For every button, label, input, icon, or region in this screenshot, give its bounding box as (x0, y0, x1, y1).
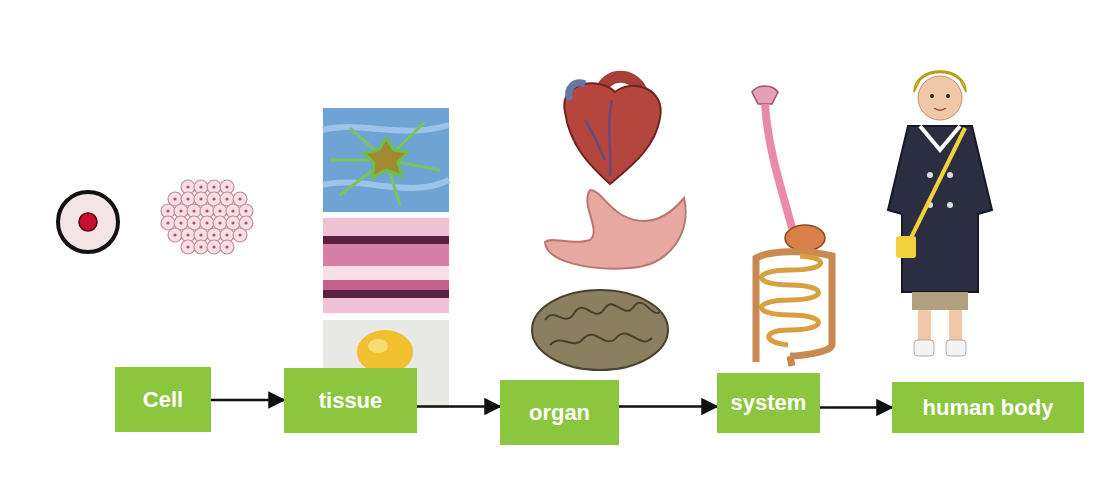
human-body-picture (934, 108, 946, 110)
heart-picture (564, 77, 660, 184)
heart-picture (569, 83, 585, 100)
muscle-tissue-picture (323, 266, 449, 280)
human-body-picture (947, 202, 953, 208)
cell-cluster-picture (181, 240, 195, 254)
human-body-picture (896, 236, 916, 258)
muscle-tissue-picture (323, 244, 449, 266)
digestive-system-picture (762, 256, 821, 345)
muscle-tissue-picture (323, 218, 449, 313)
flow-arrow (820, 406, 892, 409)
cell-cluster-picture (220, 240, 234, 254)
digestive-system-picture (765, 104, 792, 228)
human-body-picture (888, 126, 992, 292)
nerve-tissue-picture (364, 138, 408, 178)
human-body-picture (918, 76, 962, 120)
brain-picture (532, 290, 668, 370)
cell-cluster-picture (194, 240, 208, 254)
brain-picture (532, 290, 668, 370)
muscle-tissue-picture (323, 290, 449, 298)
human-body-picture (927, 172, 933, 178)
human-body-picture (946, 94, 950, 98)
digestive-system-picture (752, 86, 832, 366)
box-label: organ (529, 400, 590, 425)
human-body-picture (946, 340, 966, 356)
human-body-picture (949, 310, 962, 340)
flow-arrow (417, 405, 500, 408)
cell-picture (79, 213, 97, 231)
brain-picture (545, 303, 660, 345)
human-body-picture (888, 71, 992, 356)
process-box: tissue (284, 368, 417, 433)
cell-cluster-picture (233, 228, 247, 242)
digestive-system-picture (790, 356, 792, 366)
muscle-tissue-picture (323, 236, 449, 244)
human-body-picture (912, 292, 968, 310)
process-box: Cell (115, 367, 211, 432)
process-box: organ (500, 380, 619, 445)
digestive-system-picture (785, 225, 825, 251)
box-label: tissue (319, 388, 383, 413)
flow-arrow (619, 405, 717, 408)
connective-tissue-picture (368, 339, 388, 353)
nerve-tissue-picture (323, 108, 449, 212)
human-body-picture (930, 94, 934, 98)
digestive-system-picture (756, 252, 832, 362)
process-box: human body (892, 382, 1084, 433)
cell-cluster-picture (161, 180, 253, 254)
muscle-tissue-picture (323, 218, 449, 313)
cell-cluster-picture (207, 240, 221, 254)
nerve-tissue-picture (323, 108, 449, 212)
heart-picture (564, 83, 660, 184)
nerve-tissue-picture (330, 122, 440, 205)
stomach-picture (545, 190, 686, 269)
cell-picture (58, 192, 118, 252)
human-body-picture (947, 172, 953, 178)
digestive-system-picture (752, 86, 778, 104)
box-label: Cell (143, 387, 183, 412)
heart-picture (585, 100, 612, 176)
box-label: human body (923, 395, 1054, 420)
muscle-tissue-picture (323, 280, 449, 290)
nerve-tissue-picture (323, 125, 449, 188)
process-box: system (717, 373, 820, 433)
cell-cluster-picture (168, 228, 182, 242)
stomach-picture (545, 190, 686, 269)
human-body-picture (914, 340, 934, 356)
box-label: system (731, 390, 807, 415)
cell-picture (58, 192, 118, 252)
flow-arrow (211, 399, 284, 402)
human-body-picture (918, 310, 931, 340)
human-body-picture (905, 128, 965, 250)
